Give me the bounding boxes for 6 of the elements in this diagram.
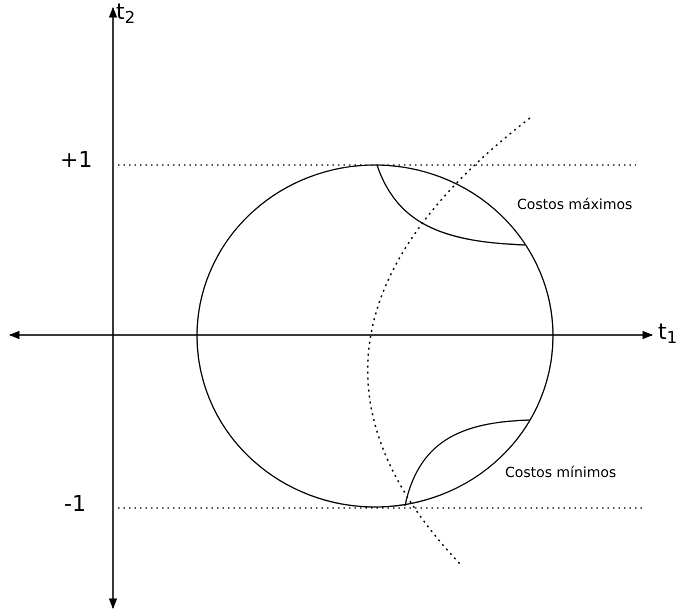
axis-label: t$_{1}$ — [658, 322, 678, 344]
region-label: Costos mínimos — [505, 466, 616, 480]
tick-label: -1 — [64, 494, 86, 516]
axis-label: t$_{2}$ — [116, 2, 136, 24]
region-label: Costos máximos — [517, 198, 632, 212]
tick-label: +1 — [60, 150, 92, 172]
